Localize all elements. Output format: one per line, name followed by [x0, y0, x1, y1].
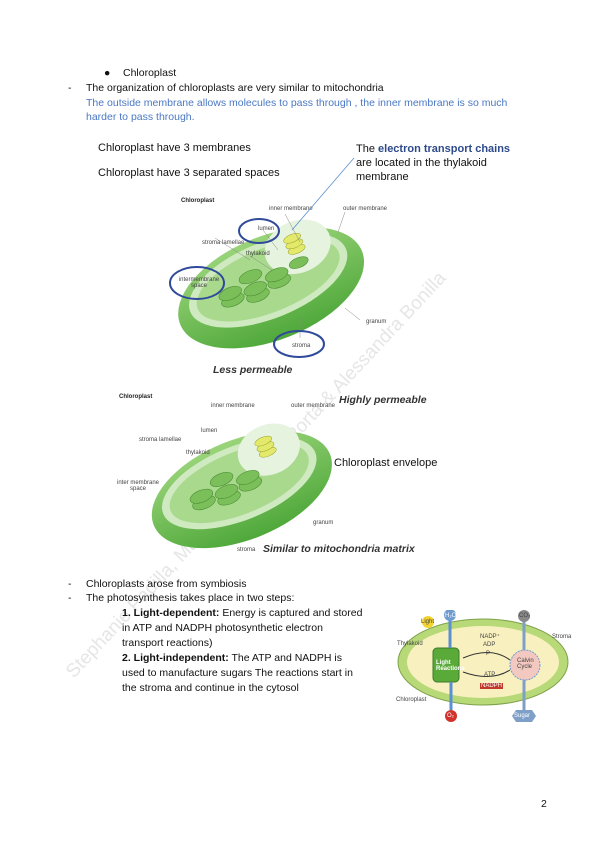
step1-line1: Energy is captured and stored	[219, 607, 362, 619]
line-two-steps: The photosynthesis takes place in two st…	[86, 591, 294, 606]
fig2-thylakoid: thylakoid	[186, 450, 210, 456]
diag-calvin-cycle: Calvin Cycle	[517, 658, 539, 670]
fig2-granum: granum	[313, 520, 333, 526]
chloroplast-figure-2	[140, 395, 340, 555]
diag-o2: O₂	[447, 713, 454, 719]
diag-h2o: H₂O	[445, 613, 456, 619]
annotation-circles	[0, 0, 600, 400]
step2-line1: The ATP and NADPH is	[229, 652, 342, 664]
step-1: 1. Light-dependent: Energy is captured a…	[122, 606, 375, 651]
diag-adp: ADP	[483, 642, 495, 648]
fig2-stroma-lamellae: stroma lamellae	[139, 437, 181, 443]
diag-atp: ATP	[484, 672, 495, 678]
step1-bold: 1. Light-dependent:	[122, 607, 219, 619]
line-symbiosis: Chloroplasts arose from symbiosis	[86, 577, 246, 592]
less-permeable-label: Less permeable	[213, 364, 292, 376]
fig2-stroma: stroma	[237, 547, 255, 553]
diag-light: Light	[421, 619, 434, 625]
fig2-lumen: lumen	[201, 428, 217, 434]
fig2-intermembrane: inter membrane space	[116, 480, 160, 492]
chloroplast-envelope-label: Chloroplast envelope	[334, 457, 437, 469]
diag-chloroplast: Chloroplast	[396, 697, 426, 703]
diag-light-reactions: Light Reactions	[436, 660, 458, 672]
diag-stroma: Stroma	[552, 634, 571, 640]
dash-marker-2: -	[68, 577, 72, 592]
diag-p: P	[486, 651, 490, 657]
step2-line3: the stroma and continue in the cytosol	[122, 681, 375, 696]
page-number: 2	[541, 797, 547, 812]
step1-line3: transport reactions)	[122, 636, 375, 651]
diag-sugar: Sugar	[514, 713, 530, 719]
photosynthesis-diagram	[393, 610, 573, 725]
step2-line2: used to manufacture sugars The reactions…	[122, 666, 375, 681]
fig2-inner-membrane: inner membrane	[211, 403, 255, 409]
diag-nadp: NADP⁺	[480, 633, 500, 640]
dash-marker-3: -	[68, 591, 72, 606]
diag-thylakoid: Thylakoid	[397, 641, 423, 647]
diag-co2: CO₂	[519, 613, 530, 619]
fig2-title: Chloroplast	[119, 394, 152, 400]
step2-bold: 2. Light-independent:	[122, 652, 229, 664]
step1-line2: in ATP and NADPH photosynthetic electron	[122, 621, 375, 636]
step-2: 2. Light-independent: The ATP and NADPH …	[122, 651, 375, 696]
diag-nadph: NADPH	[480, 683, 503, 689]
highly-permeable-label: Highly permeable	[339, 394, 427, 406]
fig2-outer-membrane: outer membrane	[291, 403, 335, 409]
